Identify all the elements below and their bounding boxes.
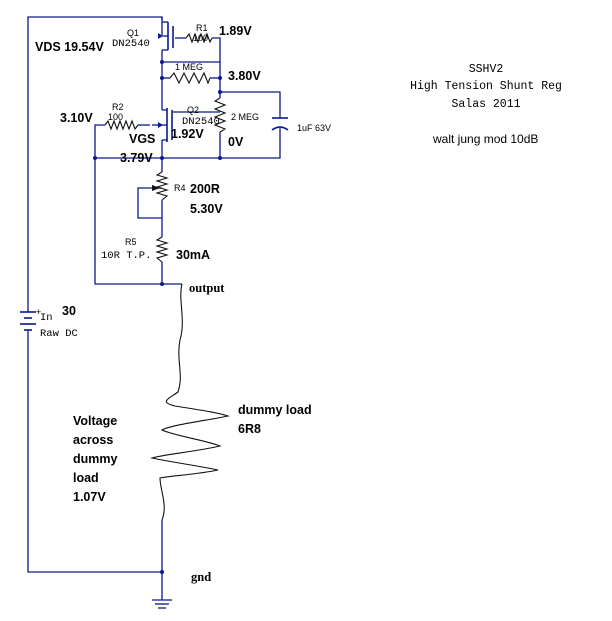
q1-ref-label: Q1 [127, 28, 139, 38]
title-author: Salas 2011 [451, 98, 520, 111]
dummy-voltage-line-3: dummy [73, 452, 118, 466]
q2-mosfet-symbol [152, 108, 173, 142]
resistor-r4 [152, 171, 169, 201]
ground-symbol [152, 599, 172, 609]
input-desc: Raw DC [40, 328, 78, 340]
svg-text:+: + [36, 307, 41, 317]
title-mod: walt jung mod 10dB [432, 132, 538, 146]
output-label: output [189, 281, 225, 295]
title-name: SSHV2 [469, 63, 504, 76]
q1-mosfet-symbol [158, 21, 174, 51]
r2-ref-label: R2 [112, 102, 124, 112]
reading-r5-current: 30mA [176, 248, 210, 262]
reading-node: 3.80V [228, 69, 261, 83]
reading-vgs: 3.79V [120, 151, 153, 165]
r1-value-label: 100 [193, 33, 208, 43]
capacitor-1uf [271, 117, 289, 131]
reading-q2: 1.92V [171, 127, 204, 141]
resistor-2meg [213, 97, 227, 133]
gnd-label: gnd [191, 570, 211, 584]
r1-ref-label: R1 [196, 23, 208, 33]
dummy-voltage-line-2: across [73, 433, 113, 447]
junction-dots [93, 60, 222, 574]
r-1meg-label: 1 MEG [175, 62, 203, 72]
q2-part-label: DN2540 [182, 116, 220, 128]
q2-ref-label: Q2 [187, 105, 199, 115]
q1-part-label: DN2540 [112, 38, 150, 50]
resistor-r5 [155, 236, 169, 263]
reading-vds: VDS 19.54V [35, 40, 104, 54]
reading-r2: 3.10V [60, 111, 93, 125]
reading-zero: 0V [228, 135, 244, 149]
input-label: In [40, 312, 53, 324]
dummy-load-value: 6R8 [238, 422, 261, 436]
dummy-voltage-line-4: load [73, 471, 99, 485]
r4-value-label: 200R [190, 182, 220, 196]
cap-label: 1uF 63V [297, 123, 331, 133]
r4-ref-label: R4 [174, 183, 186, 193]
input-value: 30 [62, 304, 76, 318]
reading-r4: 5.30V [190, 202, 223, 216]
dummy-voltage-value: 1.07V [73, 490, 106, 504]
resistor-r1 [185, 32, 213, 44]
dummy-load-resistor [150, 283, 231, 521]
vgs-label: VGS [129, 132, 155, 146]
dummy-voltage-line-1: Voltage [73, 414, 117, 428]
r-2meg-label: 2 MEG [231, 112, 259, 122]
dummy-load-label: dummy load [238, 403, 312, 417]
reading-r1: 1.89V [219, 24, 252, 38]
resistor-1meg [169, 71, 211, 85]
r5-value-label: 10R T.P. [101, 250, 151, 262]
title-desc: High Tension Shunt Reg [410, 80, 562, 93]
resistor-r2 [104, 119, 139, 131]
r5-ref-label: R5 [125, 237, 137, 247]
battery-symbol: + [20, 300, 41, 334]
r2-value-label: 100 [108, 112, 123, 122]
